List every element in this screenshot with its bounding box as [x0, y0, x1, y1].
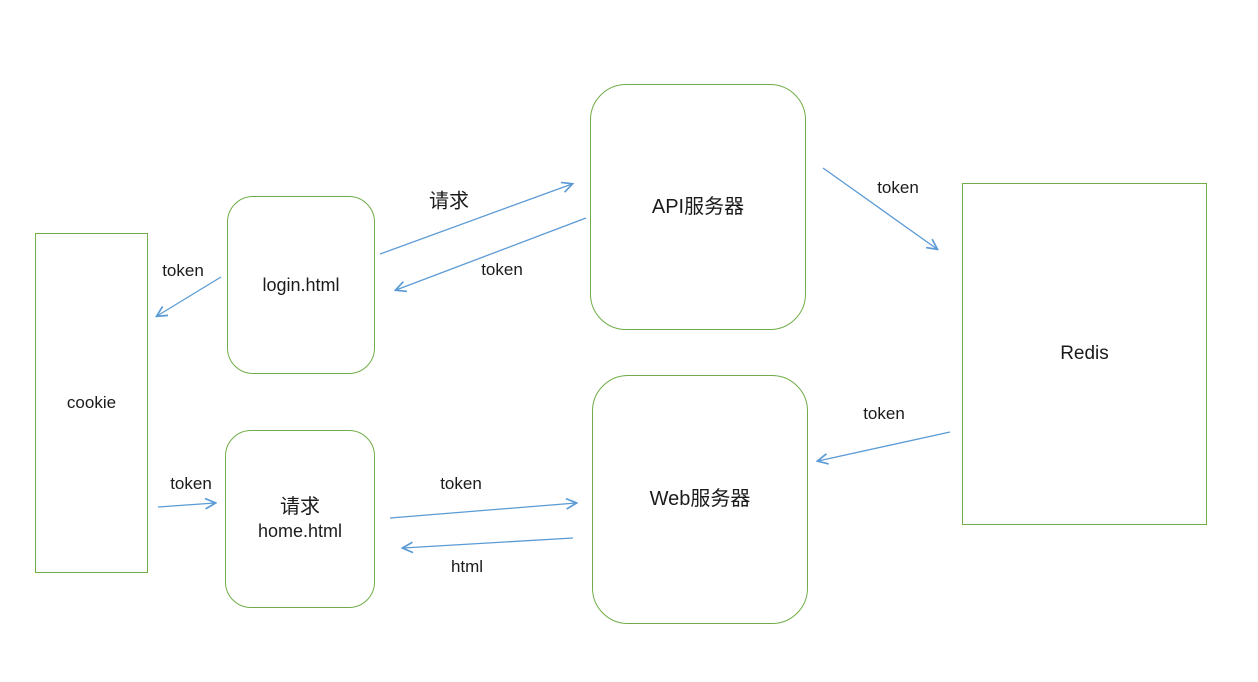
edge-label-html-web-to-request: html — [450, 557, 484, 576]
login-html-box-label: login.html — [262, 274, 340, 295]
cookie-box: cookie — [35, 233, 148, 573]
arrow-cookie-to-request — [157, 503, 215, 507]
api-server-box: API服务器 — [590, 84, 806, 330]
edge-label-token-cookie-to-request: token — [170, 474, 212, 493]
api-server-box-label: API服务器 — [651, 195, 745, 218]
edge-label-token-redis-to-web: token — [863, 404, 905, 423]
edge-label-token-api-to-redis: token — [877, 178, 919, 197]
arrow-login-to-api — [379, 184, 572, 255]
edge-label-request-login-to-api: 请求 — [429, 190, 469, 213]
web-server-box: Web服务器 — [592, 375, 808, 624]
request-home-box-label-line2: home.html — [257, 521, 343, 542]
request-home-box-label-line1: 请求 — [280, 496, 320, 519]
cookie-box-label: cookie — [66, 393, 117, 413]
edge-label-token-api-to-login: token — [481, 260, 523, 279]
login-html-box: login.html — [227, 196, 375, 374]
redis-box: Redis — [962, 183, 1207, 525]
edge-label-token-login-to-cookie: token — [162, 261, 204, 280]
arrow-login-to-cookie — [157, 276, 222, 316]
web-server-box-label: Web服务器 — [649, 488, 751, 510]
arrow-redis-to-web — [818, 431, 951, 461]
arrow-web-to-request — [403, 537, 574, 548]
arrow-request-to-web — [389, 503, 576, 519]
request-home-box: 请求 home.html — [225, 430, 375, 608]
redis-box-label: Redis — [1060, 343, 1109, 365]
edge-label-token-request-to-web: token — [440, 474, 482, 493]
